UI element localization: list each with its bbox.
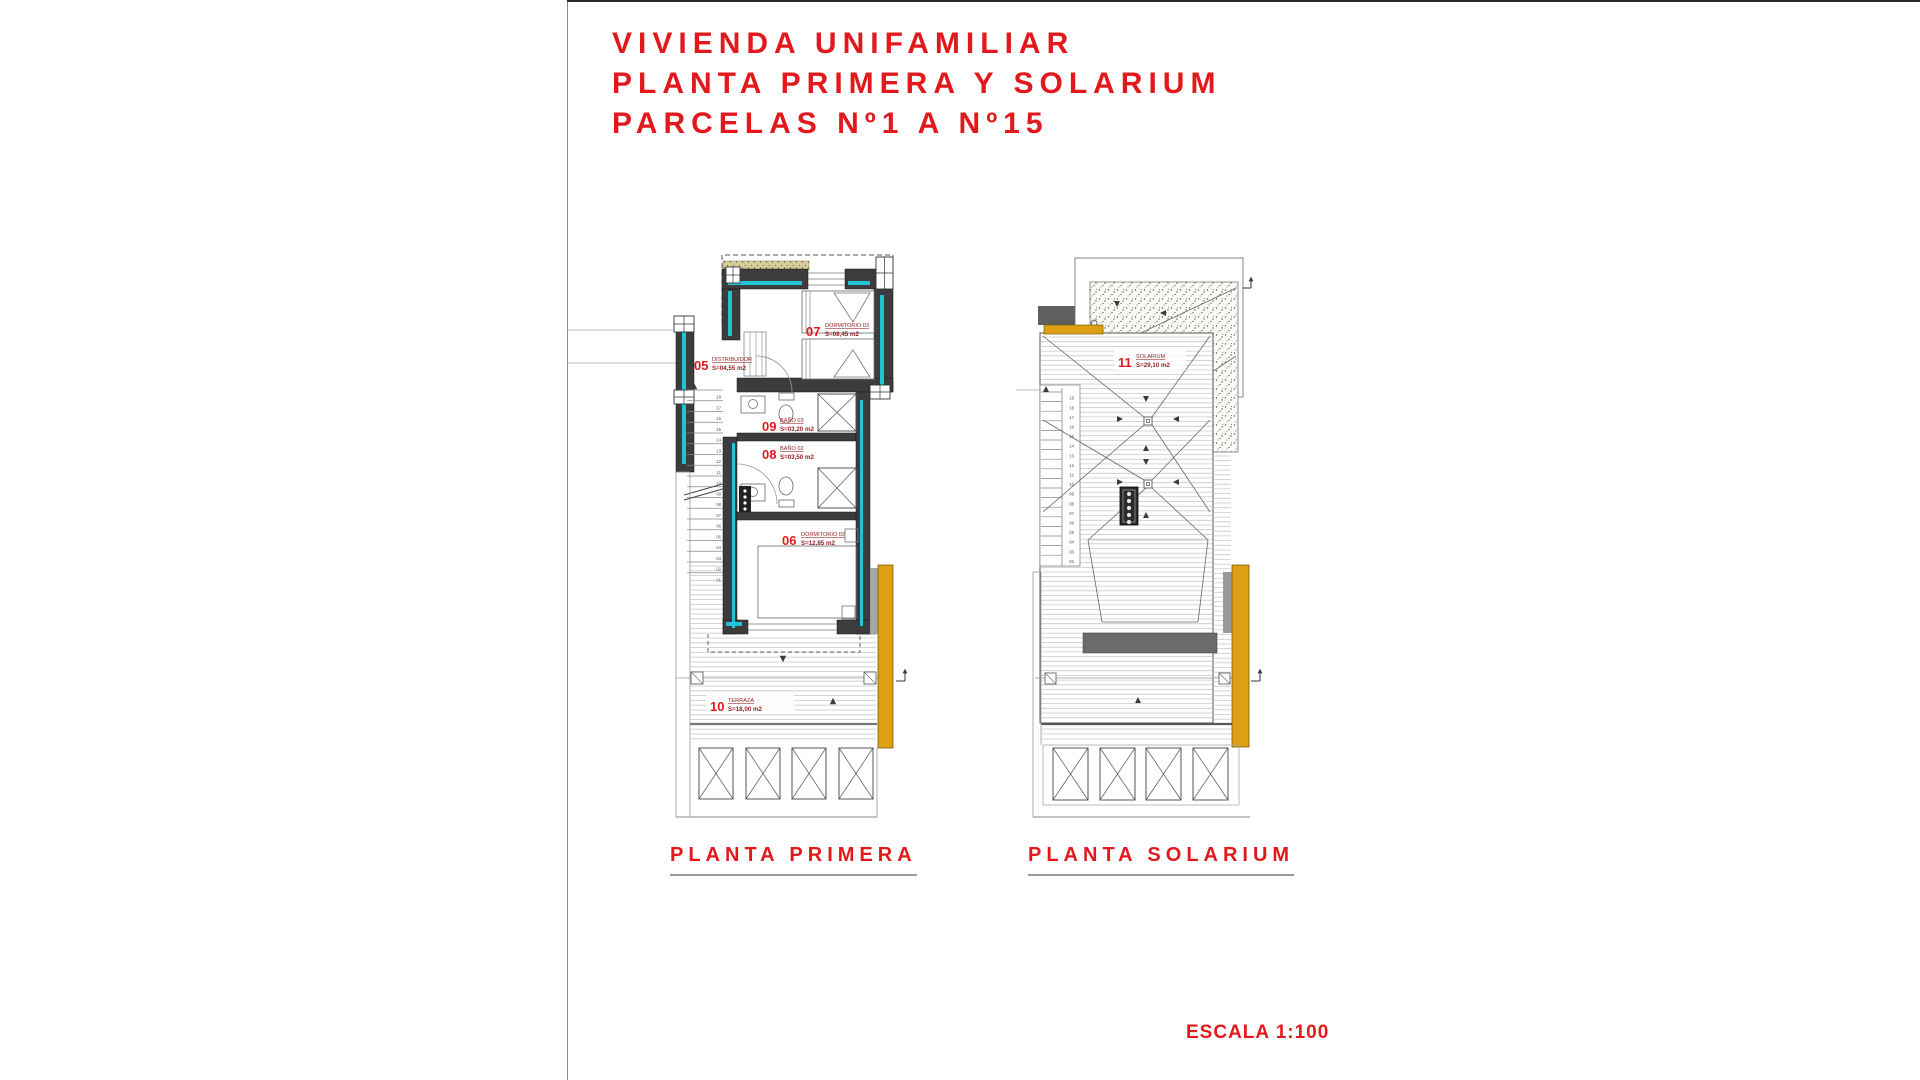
room-number: 11 [1118, 355, 1132, 370]
label-underlay [1114, 348, 1186, 370]
room-name: DORMITORIO 03 [825, 323, 869, 329]
svg-text:16: 16 [716, 416, 721, 421]
svg-text:06: 06 [1069, 520, 1074, 525]
svg-text:08: 08 [1069, 501, 1074, 506]
svg-text:14: 14 [716, 438, 721, 443]
room-area: S=12,85 m2 [801, 540, 835, 547]
plan-planta-solarium: 19 18 17 16 15 14 13 12 11 10 09 08 07 06 05 04 03 02 11 … [1016, 257, 1263, 818]
svg-text:12: 12 [1069, 463, 1074, 468]
room-label-terraza: 10 TERRAZA S=18,00 m2 [706, 692, 794, 714]
sheet-border-left [567, 0, 568, 1080]
svg-text:17: 17 [716, 405, 721, 410]
room-name: TERRAZA [728, 698, 754, 704]
room-area: S=04,55 m2 [712, 365, 746, 372]
svg-text:15: 15 [716, 427, 721, 432]
svg-text:03: 03 [716, 556, 721, 561]
room-number: 06 [782, 533, 796, 548]
room-label-dormitorio-02: 06 DORMITORIO 02 S=12,85 m2 [782, 532, 845, 548]
room-label-distribuidor: 05 DISTRIBUIDOR S=04,55 m2 [694, 357, 752, 373]
svg-text:02: 02 [716, 567, 721, 572]
room-label-solarium: 11 SOLARIUM S=29,10 m2 [1114, 348, 1186, 370]
title-line-2: PLANTA PRIMERA Y SOLARIUM [612, 67, 1222, 100]
room-area: S=03,20 m2 [780, 426, 814, 433]
room-labels: 05 DISTRIBUIDOR S=04,55 m2 07 DORMITORIO… [694, 323, 869, 714]
svg-text:17: 17 [1069, 415, 1074, 420]
svg-text:10: 10 [716, 481, 721, 486]
svg-text:10: 10 [1069, 482, 1074, 487]
plan-planta-primera: 18 17 16 15 14 13 12 11 10 09 08 07 06 05 04 03 02 01 05 … [567, 254, 908, 818]
svg-text:12: 12 [716, 459, 721, 464]
staircase: 18 17 16 15 14 13 12 11 10 09 08 07 06 05 04 03 02 01 [683, 382, 727, 582]
terrace-pergola-outline [675, 471, 908, 818]
room-name: BAÑO 03 [780, 417, 804, 424]
room-area: S=08,45 m2 [825, 331, 859, 338]
boundary-pergola-outline [1032, 306, 1263, 818]
svg-text:18: 18 [1069, 405, 1074, 410]
svg-text:13: 13 [716, 448, 721, 453]
title-line-3: PARCELAS Nº1 A Nº15 [612, 107, 1049, 140]
scale-label: ESCALA 1:100 [1186, 1022, 1330, 1043]
caption-planta-primera: PLANTA PRIMERA [670, 844, 917, 876]
svg-text:04: 04 [716, 545, 721, 550]
svg-text:05: 05 [716, 534, 721, 539]
room-labels: 11 SOLARIUM S=29,10 m2 [1114, 348, 1186, 370]
svg-text:06: 06 [716, 524, 721, 529]
label-underlay [706, 692, 794, 713]
room-label-bano-03: 09 BAÑO 03 S=03,20 m2 [762, 417, 814, 434]
svg-text:07: 07 [1069, 511, 1074, 516]
room-number: 09 [762, 419, 776, 434]
svg-text:09: 09 [1069, 492, 1074, 497]
svg-text:01: 01 [716, 577, 721, 582]
svg-text:09: 09 [716, 491, 721, 496]
room-label-bano-02: 08 BAÑO 02 S=03,50 m2 [762, 445, 814, 462]
drawing-title: VIVIENDA UNIFAMILIAR PLANTA PRIMERA Y SO… [612, 24, 1221, 144]
svg-text:19: 19 [1069, 396, 1074, 401]
furniture-fixtures [707, 290, 875, 705]
svg-text:07: 07 [716, 513, 721, 518]
room-number: 10 [710, 699, 724, 714]
room-name: SOLARIUM [1136, 354, 1166, 360]
svg-text:14: 14 [1069, 444, 1074, 449]
staircase: 19 18 17 16 15 14 13 12 11 10 09 08 07 06 05 04 03 02 [1016, 384, 1081, 567]
room-name: BAÑO 02 [780, 445, 804, 452]
room-name: DISTRIBUIDOR [712, 357, 752, 363]
svg-text:13: 13 [1069, 453, 1074, 458]
svg-text:15: 15 [1069, 434, 1074, 439]
svg-text:03: 03 [1069, 549, 1074, 554]
room-area: S=03,50 m2 [780, 454, 814, 461]
svg-text:05: 05 [1069, 530, 1074, 535]
room-name: DORMITORIO 02 [801, 532, 845, 538]
svg-text:11: 11 [717, 470, 722, 475]
svg-text:11: 11 [1070, 472, 1075, 477]
svg-text:08: 08 [716, 502, 721, 507]
svg-text:16: 16 [1069, 424, 1074, 429]
room-number: 08 [762, 447, 776, 462]
room-label-dormitorio-03: 07 DORMITORIO 03 S=08,45 m2 [806, 323, 869, 339]
room-number: 07 [806, 324, 820, 339]
room-area: S=18,00 m2 [728, 706, 762, 713]
caption-planta-solarium: PLANTA SOLARIUM [1028, 844, 1295, 876]
sheet-border-top [567, 0, 1920, 2]
svg-text:04: 04 [1069, 540, 1074, 545]
room-area: S=29,10 m2 [1136, 362, 1170, 369]
title-line-1: VIVIENDA UNIFAMILIAR [612, 27, 1075, 60]
svg-text:18: 18 [716, 395, 721, 400]
room-number: 05 [694, 358, 708, 373]
svg-text:02: 02 [1069, 559, 1074, 564]
roof-slope-lines [1042, 335, 1218, 703]
